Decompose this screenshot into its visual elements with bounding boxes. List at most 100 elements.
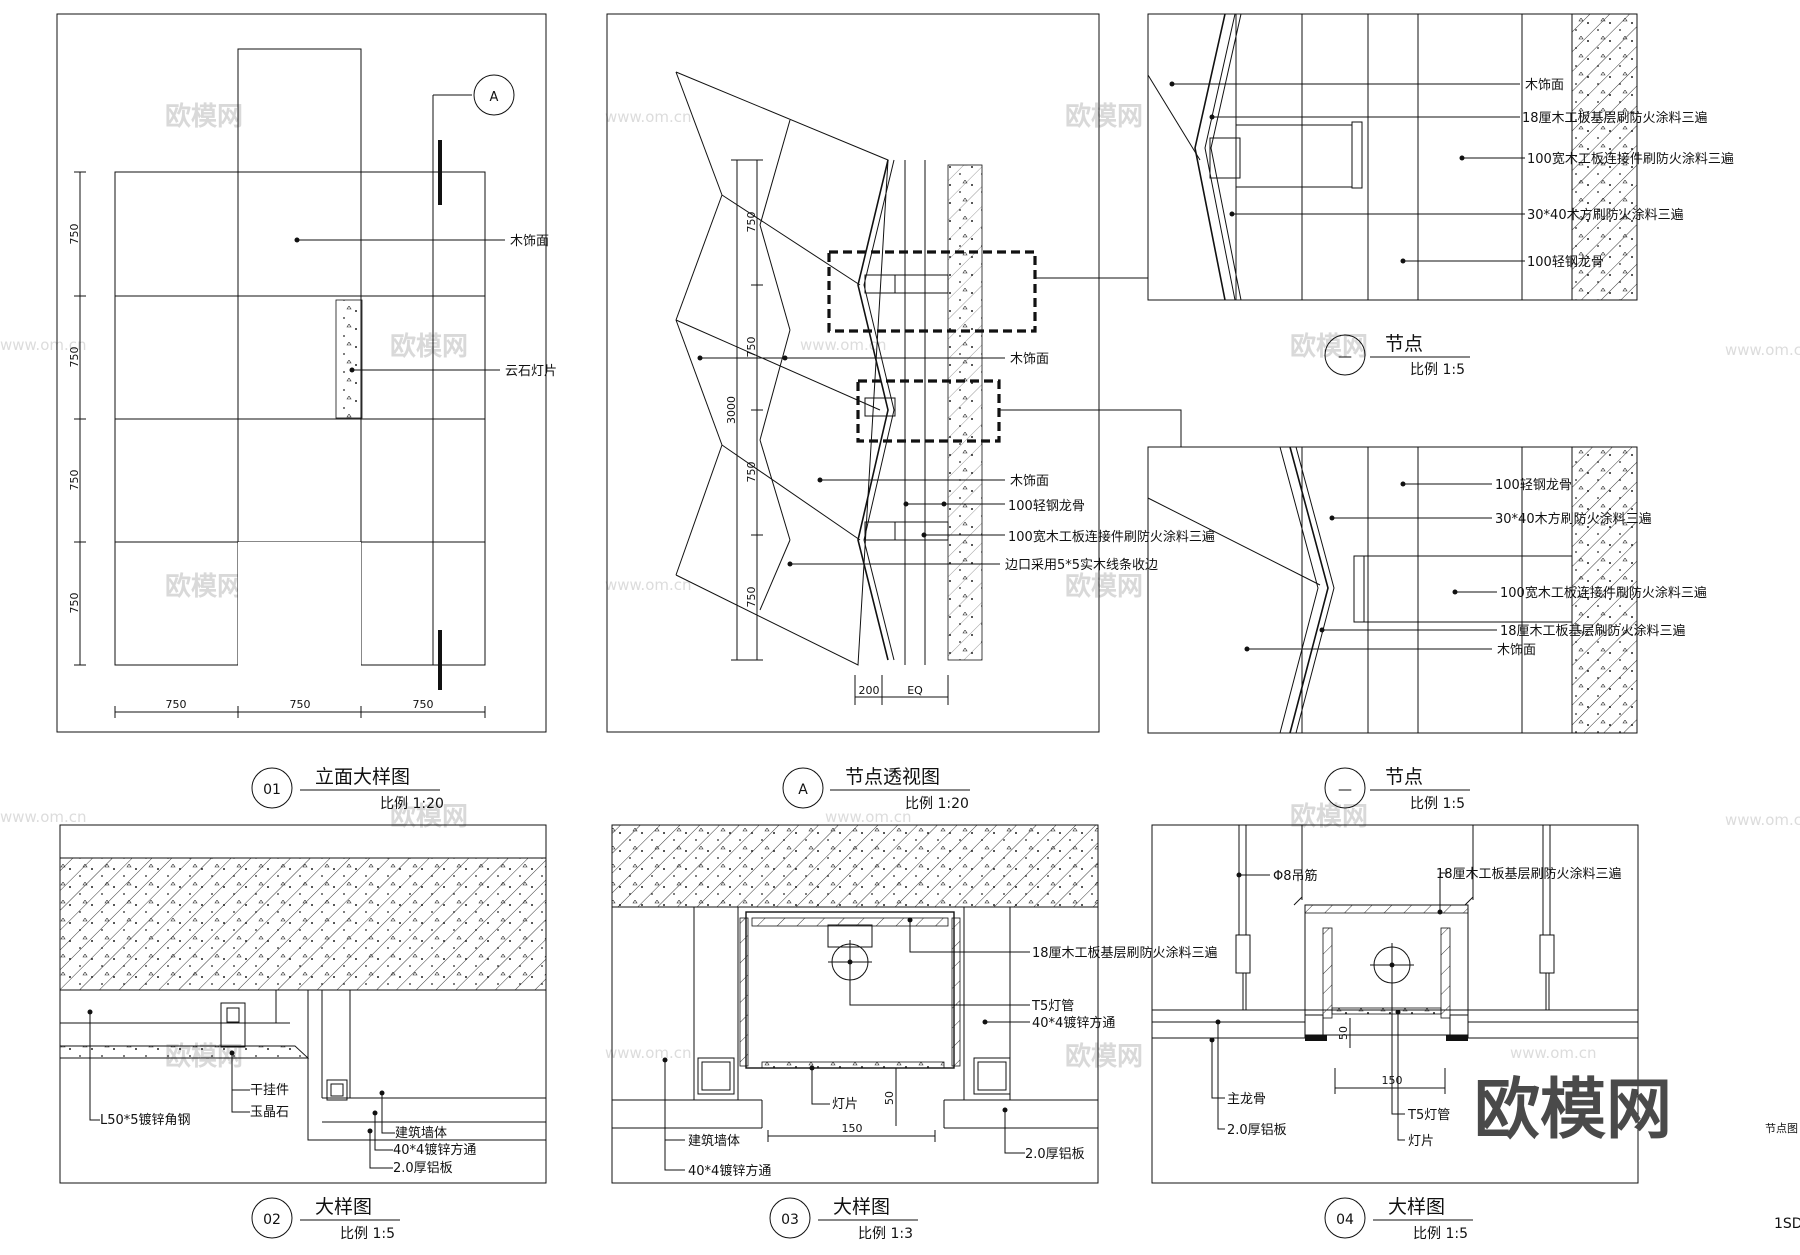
label: T5灯管 [1031,999,1074,1014]
watermark-text: 欧模网 [165,571,243,602]
dim-h: 750 [413,698,434,711]
section-tag-circle [473,74,515,116]
watermark-url: www.om.cn [825,808,912,826]
label: 18厘木工板基层刷防火涂料三遍 [1500,623,1686,639]
label: 建筑墙体 [688,1133,740,1149]
view-title: 立面大样图 [315,766,410,788]
view-number-circle [251,1197,293,1239]
view-01-elevation: A 木饰面 云石灯片 750 750 750 750 750 750 750 0… [56,13,557,812]
view-04-detail: 150 50 Φ8吊筋 18厘木工板基层刷防火涂料三遍 主龙骨 2.0厚铝板 T… [1151,824,1639,1242]
dim-v: 750 [68,593,81,614]
label: 30*40木方刷防火涂料三遍 [1495,511,1652,527]
view-number-circle [769,1197,811,1239]
dim: 150 [842,1122,863,1135]
label: 100宽木工板连接件刷防火涂料三遍 [1500,585,1707,601]
view-number-circle [1324,767,1366,809]
view-scale: 比例 1:5 [1413,1226,1468,1242]
watermark-url: www.om.cn [605,576,692,594]
label: 100宽木工板连接件刷防火涂料三遍 [1008,529,1215,545]
view-frame [59,824,547,1184]
dim-v: 750 [68,224,81,245]
view-number-circle [1324,334,1366,376]
view-number: — [1338,782,1352,798]
view-02-detail: 干挂件 玉晶石 L50*5镀锌角钢 建筑墙体 40*4镀锌方通 2.0厚铝板 0… [59,824,547,1242]
label: 40*4镀锌方通 [393,1142,476,1158]
detail-box-1 [827,250,1037,333]
dim: 50 [883,1091,896,1105]
label: 100轻钢龙骨 [1008,499,1085,514]
label: 2.0厚铝板 [1025,1147,1085,1162]
section-tag: A [490,90,499,105]
label: 灯片 [1408,1134,1434,1149]
view-title: 大样图 [1388,1196,1445,1218]
view-title: 节点 [1385,333,1423,355]
label: 玉晶石 [250,1105,289,1120]
label: 建筑墙体 [395,1125,447,1141]
view-node-1: 木饰面 18厘木工板基层刷防火涂料三遍 100宽木工板连接件刷防火涂料三遍 30… [1147,13,1734,378]
dim-h: 750 [290,698,311,711]
detail-box-2 [856,379,1001,443]
view-node-2: 100轻钢龙骨 30*40木方刷防火涂料三遍 100宽木工板连接件刷防火涂料三遍… [1147,446,1707,812]
label: L50*5镀锌角钢 [100,1112,191,1128]
label: 干挂件 [250,1083,289,1098]
view-title: 大样图 [833,1196,890,1218]
watermark-url: www.om.cn [605,108,692,126]
watermark-text: 欧模网 [1290,331,1368,362]
view-number: A [798,782,808,798]
watermark-text: 欧模网 [1065,571,1143,602]
label: 18厘木工板基层刷防火涂料三遍 [1032,945,1218,961]
view-number-circle [251,767,293,809]
view-frame [606,13,1100,733]
edge-label: 节点图 [1765,1122,1798,1135]
dim-v: 750 [745,587,758,608]
dim-h: EQ [907,684,923,697]
label: 木饰面 [1010,352,1049,367]
label: 2.0厚铝板 [393,1161,453,1176]
label: 木饰面 [1525,78,1564,93]
label: 木饰面 [1497,643,1536,658]
label-onyx-light: 云石灯片 [505,364,557,379]
view-scale: 比例 1:20 [905,796,969,812]
watermark-text: 欧模网 [390,801,468,832]
view-number: 04 [1336,1212,1354,1228]
dim-h: 200 [859,684,880,697]
watermark-text: 欧模网 [1290,801,1368,832]
watermark-url: www.om.cn [800,336,887,354]
label: 木饰面 [1010,474,1049,489]
dim-v: 750 [745,462,758,483]
label: 40*4镀锌方通 [688,1163,771,1179]
label: T5灯管 [1407,1108,1450,1123]
watermark-text: 欧模网 [1065,1041,1143,1072]
watermark-text: 欧模网 [165,101,243,132]
dim-v: 750 [68,347,81,368]
dim-h: 750 [166,698,187,711]
view-title: 大样图 [315,1196,372,1218]
view-scale: 比例 1:5 [340,1226,395,1242]
watermark-url: www.om.cn [605,1044,692,1062]
view-scale: 比例 1:3 [858,1226,913,1242]
top-panel [237,48,362,173]
view-number: — [1338,349,1352,365]
light-diffuser [761,1061,945,1069]
watermark-url: www.om.cn [1725,811,1800,829]
view-number-circle [1324,1197,1366,1239]
label: 边口采用5*5实木线条收边 [1005,557,1158,573]
view-scale: 比例 1:5 [1410,796,1465,812]
watermark-text: 欧模网 [390,331,468,362]
onyx-light-panel [335,299,363,419]
view-frame [56,13,547,733]
view-number: 03 [781,1212,799,1228]
label: Φ8吊筋 [1273,868,1318,884]
label: 18厘木工板基层刷防火涂料三遍 [1522,110,1708,126]
edge-code: 1SD [1774,1216,1800,1232]
label: 主龙骨 [1227,1092,1266,1107]
dim-v: 750 [745,212,758,233]
brand-logo-text: 欧模网 [1474,1071,1672,1148]
dim-v: 750 [745,337,758,358]
label: 100轻钢龙骨 [1527,255,1604,270]
watermark-url: www.om.cn [1510,1044,1597,1062]
label: 灯片 [832,1097,858,1112]
view-scale: 比例 1:20 [380,796,444,812]
view-03-detail: 150 50 18厘木工板基层刷防火涂料三遍 T5灯管 40*4镀锌方通 灯片 … [611,824,1218,1242]
